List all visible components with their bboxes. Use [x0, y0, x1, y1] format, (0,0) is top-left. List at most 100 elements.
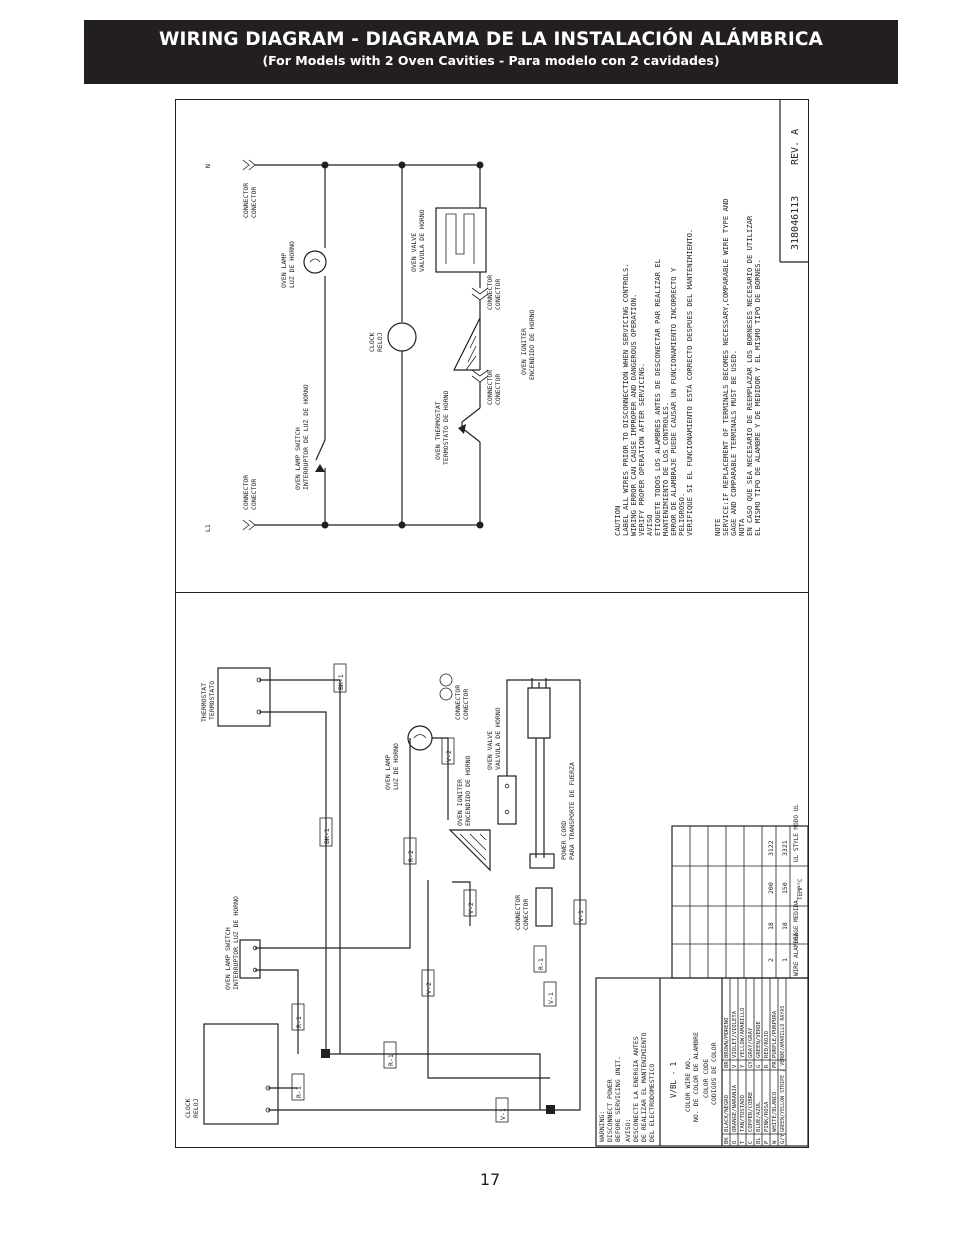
wire-r1 [255, 969, 299, 1054]
wire-tag-box [383, 1041, 397, 1069]
pictorial-lamp-switch: OVEN LAMP SWITCH [224, 927, 232, 990]
color-name-cell: GREEN/VERDE [756, 1020, 762, 1058]
wire-tag-box [543, 981, 557, 1007]
wire-tag-box [319, 817, 333, 847]
color-name-cell: RED/ROJO [764, 1030, 770, 1058]
color-wire-no: COLOR WIRE NO. [684, 1057, 692, 1112]
part-number: 318046113 [790, 196, 801, 250]
oven-valve-symbol [435, 207, 487, 273]
wire-tag-box [403, 837, 417, 865]
wire-tag: R-1 [537, 958, 545, 970]
clock-box [203, 1023, 279, 1125]
schematic: N L1 CONNECTOR CONECTOR CONNECTOR CONECT… [204, 100, 808, 536]
schematic-oven-valve: OVEN VALVE [410, 233, 418, 272]
wire-tag-box [291, 1073, 305, 1101]
legend: WARNING: DISCONNECT POWER BEFORE SERVICI… [595, 804, 809, 1147]
color-code-es: CODIGOS DE COLOR [710, 1042, 718, 1105]
thermostat-label: THERMOSTAT [200, 683, 208, 722]
page-number: 17 [479, 1170, 501, 1189]
note-line: EN CASO QUE SEA NECESARIO DE REEMPLAZAR … [745, 215, 754, 536]
color-name-cell: PURPLE/PURPURA [772, 1010, 778, 1058]
note-line: NOTA [737, 518, 746, 536]
note-line: SERVICE:IF REPLACEMENT OF TERMINALS BECO… [721, 198, 730, 536]
color-code-cell: BL [756, 1137, 762, 1144]
pictorial-lamp-filament [413, 734, 427, 739]
wire-example: V/BL - 1 [669, 1062, 678, 1098]
color-code-cell: PR [772, 1061, 778, 1068]
wire-r1-cord [390, 1053, 541, 1110]
page-title: WIRING DIAGRAM - DIAGRAMA DE LA INSTALAC… [159, 29, 823, 50]
pictorial-oven-valve-label: OVEN VALVE [486, 731, 494, 770]
spec-cell: 3122 [767, 840, 775, 856]
schematic-oven-lamp-es: LUZ DE HORNO [288, 241, 296, 288]
terminal-n: N [204, 164, 212, 168]
schematic-clock-es: RELOJ [376, 332, 384, 352]
note-line: EL MISMO TIPO DE ALAMBRE Y DE MEDIDOR Y … [753, 259, 762, 536]
thermostat-label-es: TERMOSTATO [208, 681, 216, 720]
pictorial-oven-lamp-label: OVEN LAMP [384, 755, 392, 790]
color-code-cell: G [756, 1064, 762, 1068]
wire-v2-igniter [452, 881, 471, 926]
wire-tag: R-1 [295, 1086, 303, 1098]
color-code-cell: BK [724, 1137, 730, 1144]
color-name-cell: PINK/ROSA [764, 1101, 770, 1132]
color-name-cell: ORANGE/NARANJA [732, 1084, 738, 1132]
color-code-cell: GY [748, 1061, 754, 1068]
pictorial-cord-connector-label-es: CONECTOR [522, 899, 530, 930]
color-name-cell: VIOLET/VIOLETA [732, 1010, 738, 1058]
warning-line: DEL ELECTRODOMESTICO [648, 1064, 656, 1142]
frame-divider [176, 592, 808, 593]
power-cord-label-es: PARA TRANSPORTE DE FUERZA [568, 762, 576, 860]
spec-header: UL STYLE MODO UL [793, 804, 800, 862]
wire-tag-box [495, 1097, 509, 1123]
spec-cell: 1 [781, 958, 789, 962]
power-cord-label: POWER CORD [560, 821, 568, 860]
spec-cell: 3321 [781, 840, 789, 856]
oven-lamp-symbol [303, 250, 327, 274]
valve-terminal [504, 809, 510, 815]
color-name-cell: COPPER/COBRE [748, 1091, 754, 1132]
page-subtitle: (For Models with 2 Oven Cavities - Para … [262, 53, 720, 68]
pictorial-oven-lamp-label-es: LUZ DE HORNO [392, 743, 400, 790]
color-name-cell: WHITE/BLANCO [772, 1091, 778, 1132]
schematic-oven-thermostat-es: TERMOSTATO DE HORNO [442, 391, 450, 465]
spec-header: GAGE MEDIDA [793, 900, 800, 940]
caution-line: ETIQUETE TODOS LOS ALAMBRES ANTES DE DES… [653, 259, 662, 536]
color-wire-no-es: NO. DE COLOR DE ALAMBRE [692, 1032, 700, 1122]
connector-l1-label-es: CONECTOR [250, 479, 258, 510]
pictorial-oven-igniter [448, 829, 491, 872]
caution-line: AVISO [645, 514, 654, 536]
schematic-oven-igniter-es: ENCENDIDO DE HORNO [528, 309, 536, 380]
spec-cell: 2 [767, 958, 775, 962]
schematic-oven-igniter: OVEN IGNITER [520, 328, 528, 375]
junction-square [546, 1105, 555, 1114]
pictorial-oven-valve-label-es: VALVULA DE HORNO [494, 707, 502, 770]
spec-cell: 150 [781, 882, 789, 894]
schematic-oven-valve-es: VALVULA DE HORNO [418, 209, 426, 272]
clock-symbol [387, 322, 417, 352]
color-code: COLOR CODE [702, 1059, 710, 1098]
wire-tag: R-1 [387, 1054, 395, 1066]
caution-line: CAUTION [613, 506, 622, 536]
warning-line: BEFORE SERVICING UNIT. [614, 1056, 622, 1142]
wire-tag-box [463, 889, 477, 917]
oven-valve-coil [445, 213, 475, 264]
caution-line: ERROR DE ALAMBRAJE PUEDE CAUSAR UN FUNCI… [669, 267, 678, 536]
lamp-switch-box [239, 939, 261, 979]
junction-square [321, 1049, 330, 1058]
warning-line: DESCONECTE LA ENERGIA ANTES [632, 1036, 640, 1142]
color-code-cell: C [748, 1141, 754, 1144]
wire-tag: V-1 [547, 992, 555, 1004]
wire-tag: V-2 [467, 902, 475, 914]
pictorial-cord-connector-label: CONNECTOR [514, 895, 522, 930]
pictorial-connector-es: CONECTOR [462, 689, 470, 720]
color-name-cell: BLUE/AZUL [756, 1101, 762, 1132]
schematic-lamp-switch: OVEN LAMP SWITCH [294, 427, 302, 490]
color-code-cell: V [732, 1064, 738, 1068]
wire-tag-box [421, 969, 435, 997]
pictorial-igniter-hatch [459, 833, 487, 861]
oven-igniter-hatch [465, 325, 477, 371]
connector-n-label-es: CONECTOR [250, 187, 258, 218]
note-line: GAGE AND COMPARABLE TERMINALS MUST BE US… [729, 350, 738, 536]
color-code-cell: R [764, 1064, 770, 1068]
